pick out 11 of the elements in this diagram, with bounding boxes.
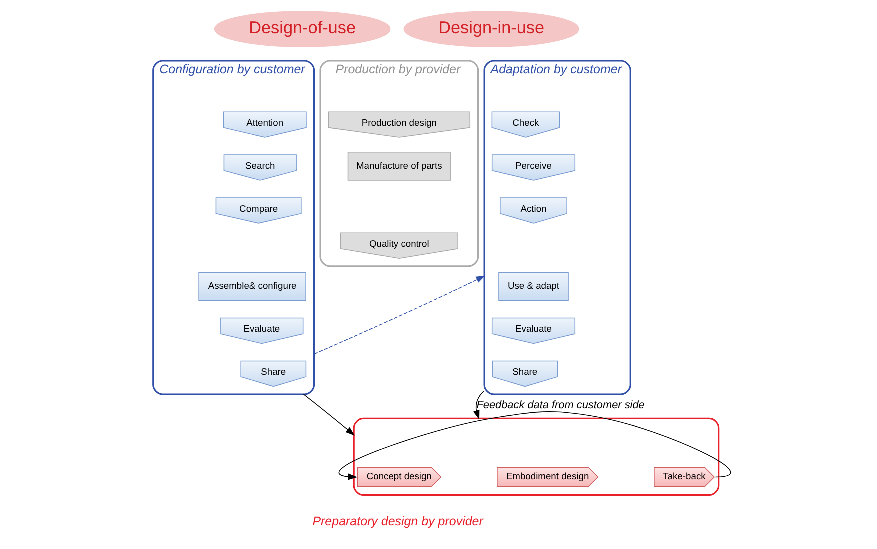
label: Preparatory design by provider	[312, 514, 483, 529]
node-box: Use & adapt	[498, 272, 568, 302]
cluster	[352, 418, 720, 496]
node-box: Manufacture of parts	[347, 152, 450, 181]
node-ellipse: Design-of-use	[214, 11, 390, 48]
edge-label: Feedback data from customer side	[476, 400, 644, 412]
arrow	[313, 276, 486, 355]
arrow	[302, 394, 355, 436]
node-box: Assemble& configure	[198, 272, 306, 302]
arrow	[472, 390, 484, 420]
node-ellipse: Design-in-use	[403, 11, 579, 48]
